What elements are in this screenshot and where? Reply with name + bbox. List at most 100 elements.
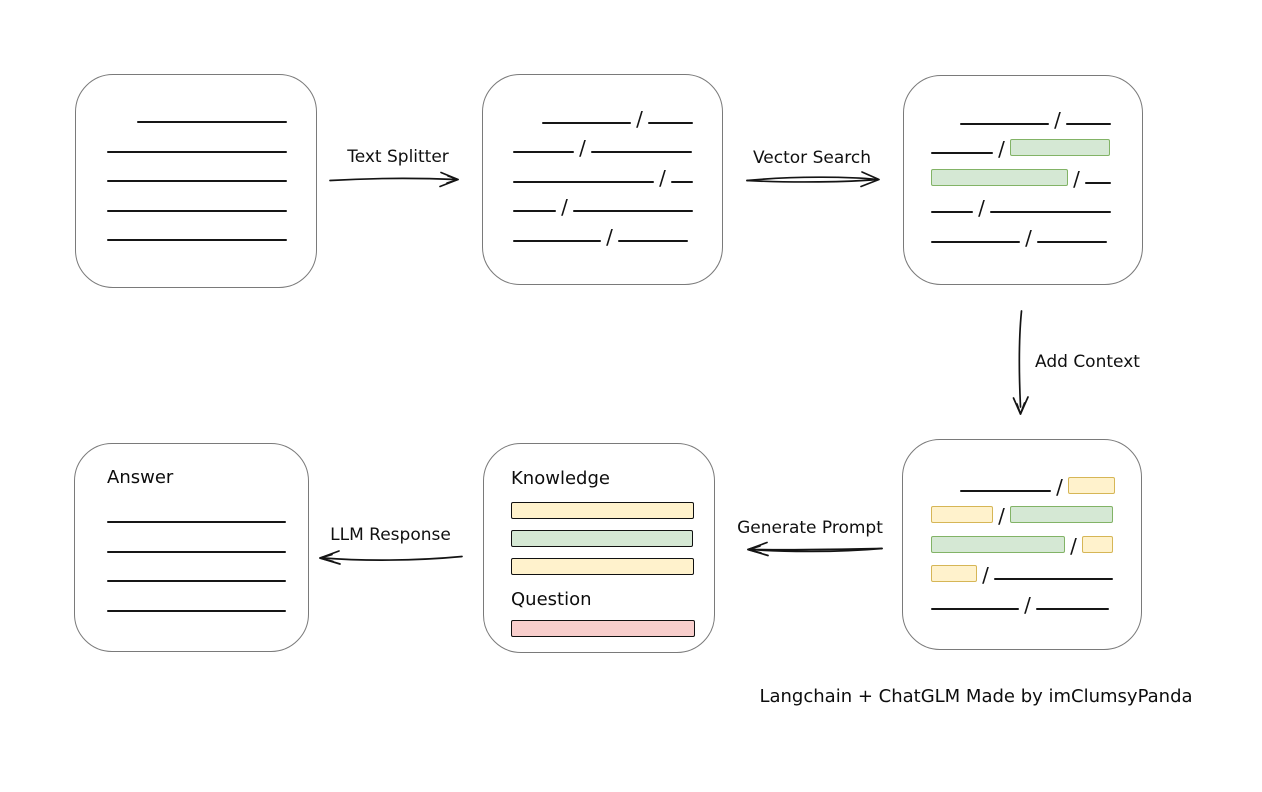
chunk-row: / <box>513 128 698 158</box>
chunk-row: / <box>931 525 1117 558</box>
llm-response-arrow <box>319 550 463 565</box>
answer-heading: Answer <box>107 467 174 488</box>
question-heading: Question <box>511 589 592 610</box>
vector-results-box: / / / / / <box>903 75 1143 285</box>
chunk-row: / <box>931 99 1118 130</box>
slash-separator: / <box>978 196 985 220</box>
slash-separator: / <box>636 106 643 131</box>
question-bars <box>511 620 695 637</box>
slash-separator: / <box>998 137 1005 161</box>
vector-search-arrow <box>746 171 880 188</box>
text-line <box>931 152 993 154</box>
prompt-box: Knowledge Question <box>483 443 715 653</box>
chunk-row: / <box>513 187 698 217</box>
text-line-row <box>107 521 286 551</box>
text-line <box>573 210 693 212</box>
green-chunk <box>1010 139 1110 156</box>
slash-separator: / <box>1070 533 1077 558</box>
slash-separator: / <box>1073 166 1080 191</box>
text-line <box>960 122 1049 125</box>
text-line-row <box>107 150 287 181</box>
text-line <box>618 239 688 242</box>
text-line <box>513 210 556 212</box>
slash-separator: / <box>1056 474 1063 499</box>
text-line-row <box>107 580 286 610</box>
add-context-arrow <box>1012 310 1029 415</box>
slash-separator: / <box>982 563 989 587</box>
text-line <box>513 151 574 153</box>
chunk-row: / <box>931 496 1117 526</box>
chunk-row: / <box>513 216 698 247</box>
text-line <box>671 180 693 183</box>
add-context-label: Add Context <box>1035 352 1140 372</box>
text-line <box>107 550 286 553</box>
slash-separator: / <box>998 504 1005 528</box>
text-line-row <box>107 609 286 640</box>
text-line <box>648 121 693 124</box>
knowledge-heading: Knowledge <box>511 468 610 489</box>
text-line-row <box>107 550 286 581</box>
chunk-row: / <box>931 217 1118 250</box>
text-line-row <box>107 209 287 240</box>
diagram-caption: Langchain + ChatGLM Made by imClumsyPand… <box>759 686 1193 707</box>
text-line <box>994 578 1113 580</box>
yellow-chunk <box>1068 476 1115 494</box>
generate-prompt-arrow <box>747 541 883 557</box>
slash-separator: / <box>579 136 586 160</box>
text-line-row <box>107 239 287 269</box>
text-line <box>107 180 287 182</box>
slash-separator: / <box>659 165 666 190</box>
text-line <box>931 607 1019 610</box>
green-chunk <box>931 168 1068 186</box>
text-line <box>591 151 692 153</box>
green-chunk <box>931 535 1065 553</box>
text-line <box>107 209 287 212</box>
chunk-row: / <box>513 98 698 131</box>
source-document-box <box>75 74 317 288</box>
text-line <box>542 121 631 124</box>
text-line <box>513 239 601 242</box>
vector-search-label: Vector Search <box>753 148 871 168</box>
context-box: / / / / / <box>902 439 1142 650</box>
yellow-chunk <box>931 565 977 582</box>
chunk-row: / <box>931 555 1117 585</box>
slash-separator: / <box>1025 225 1032 250</box>
answer-box: Answer <box>74 443 309 652</box>
chunk-row: / <box>931 584 1117 617</box>
chunk-row: / <box>931 129 1118 159</box>
generate-prompt-label: Generate Prompt <box>737 518 883 538</box>
slash-separator: / <box>561 195 568 219</box>
text-line <box>107 521 286 523</box>
split-chunks-box: ///// <box>482 74 723 285</box>
chunk-row: / <box>931 466 1117 499</box>
text-splitter-label: Text Splitter <box>347 147 449 167</box>
text-line <box>107 580 286 582</box>
green-bar <box>511 530 693 547</box>
text-line <box>1037 240 1107 243</box>
yellow-chunk <box>1082 535 1113 553</box>
knowledge-bars <box>511 502 694 575</box>
text-line <box>931 240 1020 243</box>
llm-response-label: LLM Response <box>330 525 451 545</box>
chunk-row: / <box>931 188 1118 218</box>
text-line <box>990 211 1111 213</box>
text-line <box>931 211 973 213</box>
text-line <box>137 121 287 123</box>
text-line <box>107 609 286 612</box>
yellow-bar <box>511 502 694 519</box>
text-line <box>1085 181 1111 184</box>
red-bar <box>511 620 695 637</box>
text-line-row <box>107 121 287 151</box>
text-splitter-arrow <box>329 171 459 188</box>
text-line <box>960 489 1051 492</box>
text-line <box>513 180 654 183</box>
yellow-chunk <box>931 506 993 523</box>
text-line <box>107 239 287 241</box>
text-line <box>107 150 287 153</box>
green-chunk <box>1010 506 1113 523</box>
text-line <box>1036 607 1109 610</box>
slash-separator: / <box>1024 592 1031 617</box>
yellow-bar <box>511 558 694 575</box>
chunk-row: / <box>513 157 698 190</box>
